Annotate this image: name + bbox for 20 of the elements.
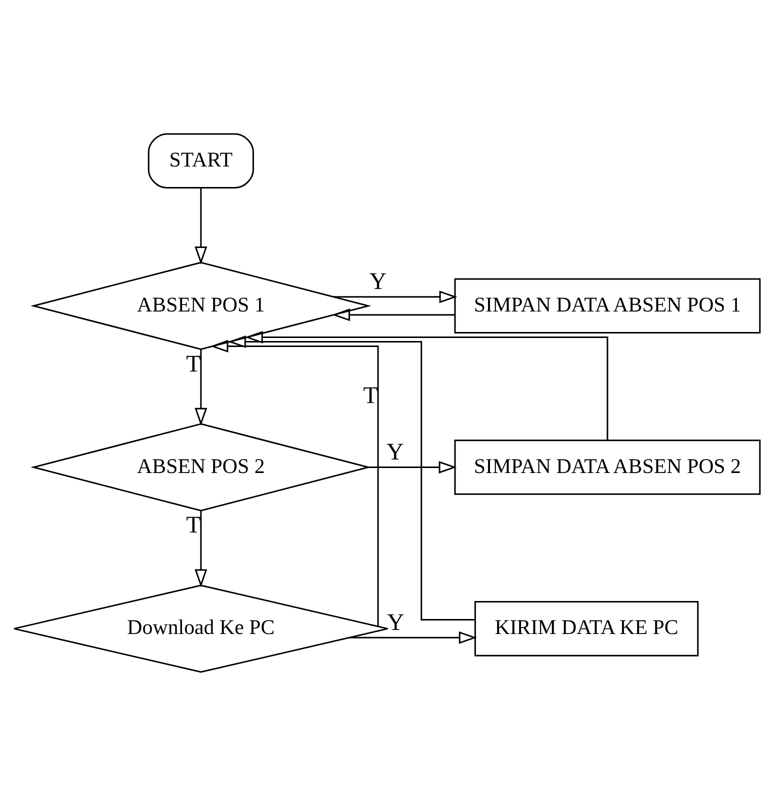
- arrow: [349, 631, 477, 644]
- node-diamond: Download Ke PC: [13, 584, 388, 673]
- arrow: [244, 330, 608, 440]
- node-box: SIMPAN DATA ABSEN POS 1: [454, 278, 761, 334]
- arrow: [194, 510, 208, 588]
- arrow: [368, 460, 457, 474]
- arrow: [332, 308, 455, 322]
- edge-label: Y: [386, 439, 404, 466]
- node-diamond: ABSEN POS 2: [30, 423, 372, 512]
- node-box: START: [148, 133, 254, 189]
- edge-label: T: [363, 383, 378, 410]
- arrow: [210, 340, 379, 626]
- edge-label: Y: [386, 610, 404, 636]
- edge-label: Y: [369, 269, 387, 296]
- arrow: [194, 350, 208, 426]
- arrow: [334, 290, 458, 304]
- arrow: [228, 335, 475, 620]
- node-box: KIRIM DATA KE PC: [474, 601, 699, 656]
- arrow: [194, 188, 208, 264]
- node-box: SIMPAN DATA ABSEN POS 2: [454, 440, 761, 495]
